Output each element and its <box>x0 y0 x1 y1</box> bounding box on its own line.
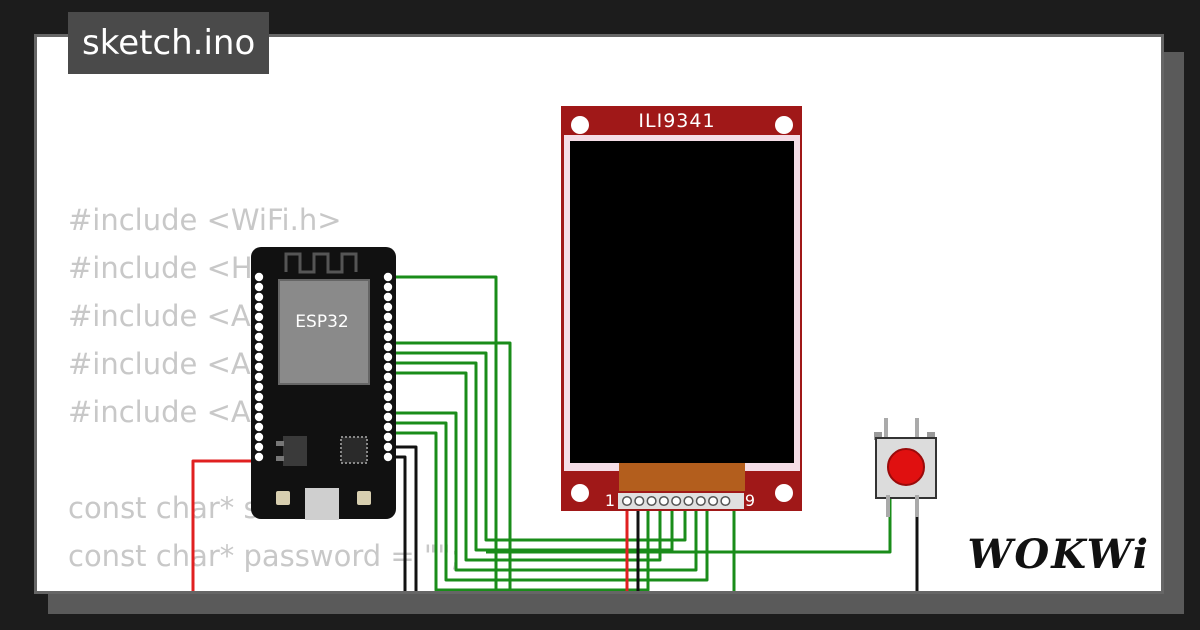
pin-hole[interactable] <box>254 372 264 382</box>
display-pin[interactable] <box>621 495 633 507</box>
display-pin[interactable] <box>708 495 719 507</box>
pin-hole[interactable] <box>254 322 264 332</box>
pin-hole[interactable] <box>254 452 264 462</box>
wire-green[interactable] <box>388 371 662 562</box>
pin-hole[interactable] <box>383 292 393 302</box>
wire-green[interactable] <box>388 275 498 600</box>
push-button[interactable] <box>874 418 937 517</box>
pin-hole[interactable] <box>383 272 393 282</box>
display-pin-start-label: 1 <box>605 491 615 510</box>
usb-port[interactable] <box>305 488 339 520</box>
pin-hole[interactable] <box>383 402 393 412</box>
pin-hole[interactable] <box>254 362 264 372</box>
flex-connector <box>619 463 745 491</box>
display-screen <box>570 141 794 463</box>
pin-hole[interactable] <box>383 392 393 402</box>
voltage-regulator <box>283 436 307 466</box>
display-pin[interactable] <box>671 495 682 507</box>
esp32-board[interactable] <box>251 247 396 520</box>
sketch-title: sketch.ino <box>68 12 270 74</box>
pin-hole[interactable] <box>254 412 264 422</box>
wire-green[interactable] <box>388 351 687 542</box>
pin-hole[interactable] <box>254 422 264 432</box>
wire-black[interactable] <box>388 445 418 600</box>
pin-hole[interactable] <box>383 422 393 432</box>
pin-hole[interactable] <box>383 302 393 312</box>
display-pin[interactable] <box>683 495 694 507</box>
usb-chip <box>340 436 368 464</box>
pin-hole[interactable] <box>383 282 393 292</box>
display-pin[interactable] <box>720 495 731 507</box>
display-pin[interactable] <box>634 495 645 507</box>
display-pin[interactable] <box>646 495 657 507</box>
pin-hole[interactable] <box>383 312 393 322</box>
pin-hole[interactable] <box>254 352 264 362</box>
pin-hole[interactable] <box>254 382 264 392</box>
boot-button[interactable] <box>357 491 371 505</box>
button-cap[interactable] <box>887 448 925 486</box>
code-line: #include <WiFi.h> <box>68 203 342 237</box>
pin-hole[interactable] <box>254 402 264 412</box>
pin-hole[interactable] <box>383 412 393 422</box>
display-pins <box>621 495 731 507</box>
pin-hole[interactable] <box>383 442 393 452</box>
esp32-left-pins <box>254 272 264 462</box>
display-pin[interactable] <box>658 495 669 507</box>
ili9341-display[interactable] <box>561 106 802 511</box>
pin-hole[interactable] <box>254 312 264 322</box>
esp32-label: ESP32 <box>295 312 348 332</box>
pin-hole[interactable] <box>383 342 393 352</box>
wokwi-logo: WOKWi <box>967 531 1150 578</box>
pin-hole[interactable] <box>254 292 264 302</box>
pin-hole[interactable] <box>383 322 393 332</box>
pin-hole[interactable] <box>254 272 264 282</box>
pin-hole[interactable] <box>383 432 393 442</box>
pin-hole[interactable] <box>254 332 264 342</box>
pin-hole[interactable] <box>383 452 393 462</box>
pin-hole[interactable] <box>383 362 393 372</box>
pin-hole[interactable] <box>383 372 393 382</box>
pin-hole[interactable] <box>254 342 264 352</box>
pin-hole[interactable] <box>383 332 393 342</box>
code-line: #include <H <box>68 251 253 285</box>
code-background: #include <WiFi.h>#include <H#include <Ar… <box>68 196 460 580</box>
pin-hole[interactable] <box>383 382 393 392</box>
reset-button[interactable] <box>276 491 290 505</box>
display-pin-end-label: 9 <box>745 491 755 510</box>
wire-green[interactable] <box>388 341 512 600</box>
pin-hole[interactable] <box>254 392 264 402</box>
wire-green[interactable] <box>388 411 698 572</box>
code-line: const char* password = ""; <box>68 539 461 573</box>
pin-hole[interactable] <box>254 302 264 312</box>
esp32-module <box>278 279 370 385</box>
wire-green[interactable] <box>388 431 650 591</box>
pin-hole[interactable] <box>254 442 264 452</box>
wire-green[interactable] <box>388 361 674 552</box>
wire-red[interactable] <box>191 459 259 600</box>
esp32-right-pins <box>383 272 393 462</box>
pin-hole[interactable] <box>254 432 264 442</box>
display-pin[interactable] <box>695 495 706 507</box>
pin-hole[interactable] <box>254 282 264 292</box>
display-label: ILI9341 <box>638 110 715 132</box>
antenna-trace <box>284 252 358 274</box>
pin-hole[interactable] <box>383 352 393 362</box>
